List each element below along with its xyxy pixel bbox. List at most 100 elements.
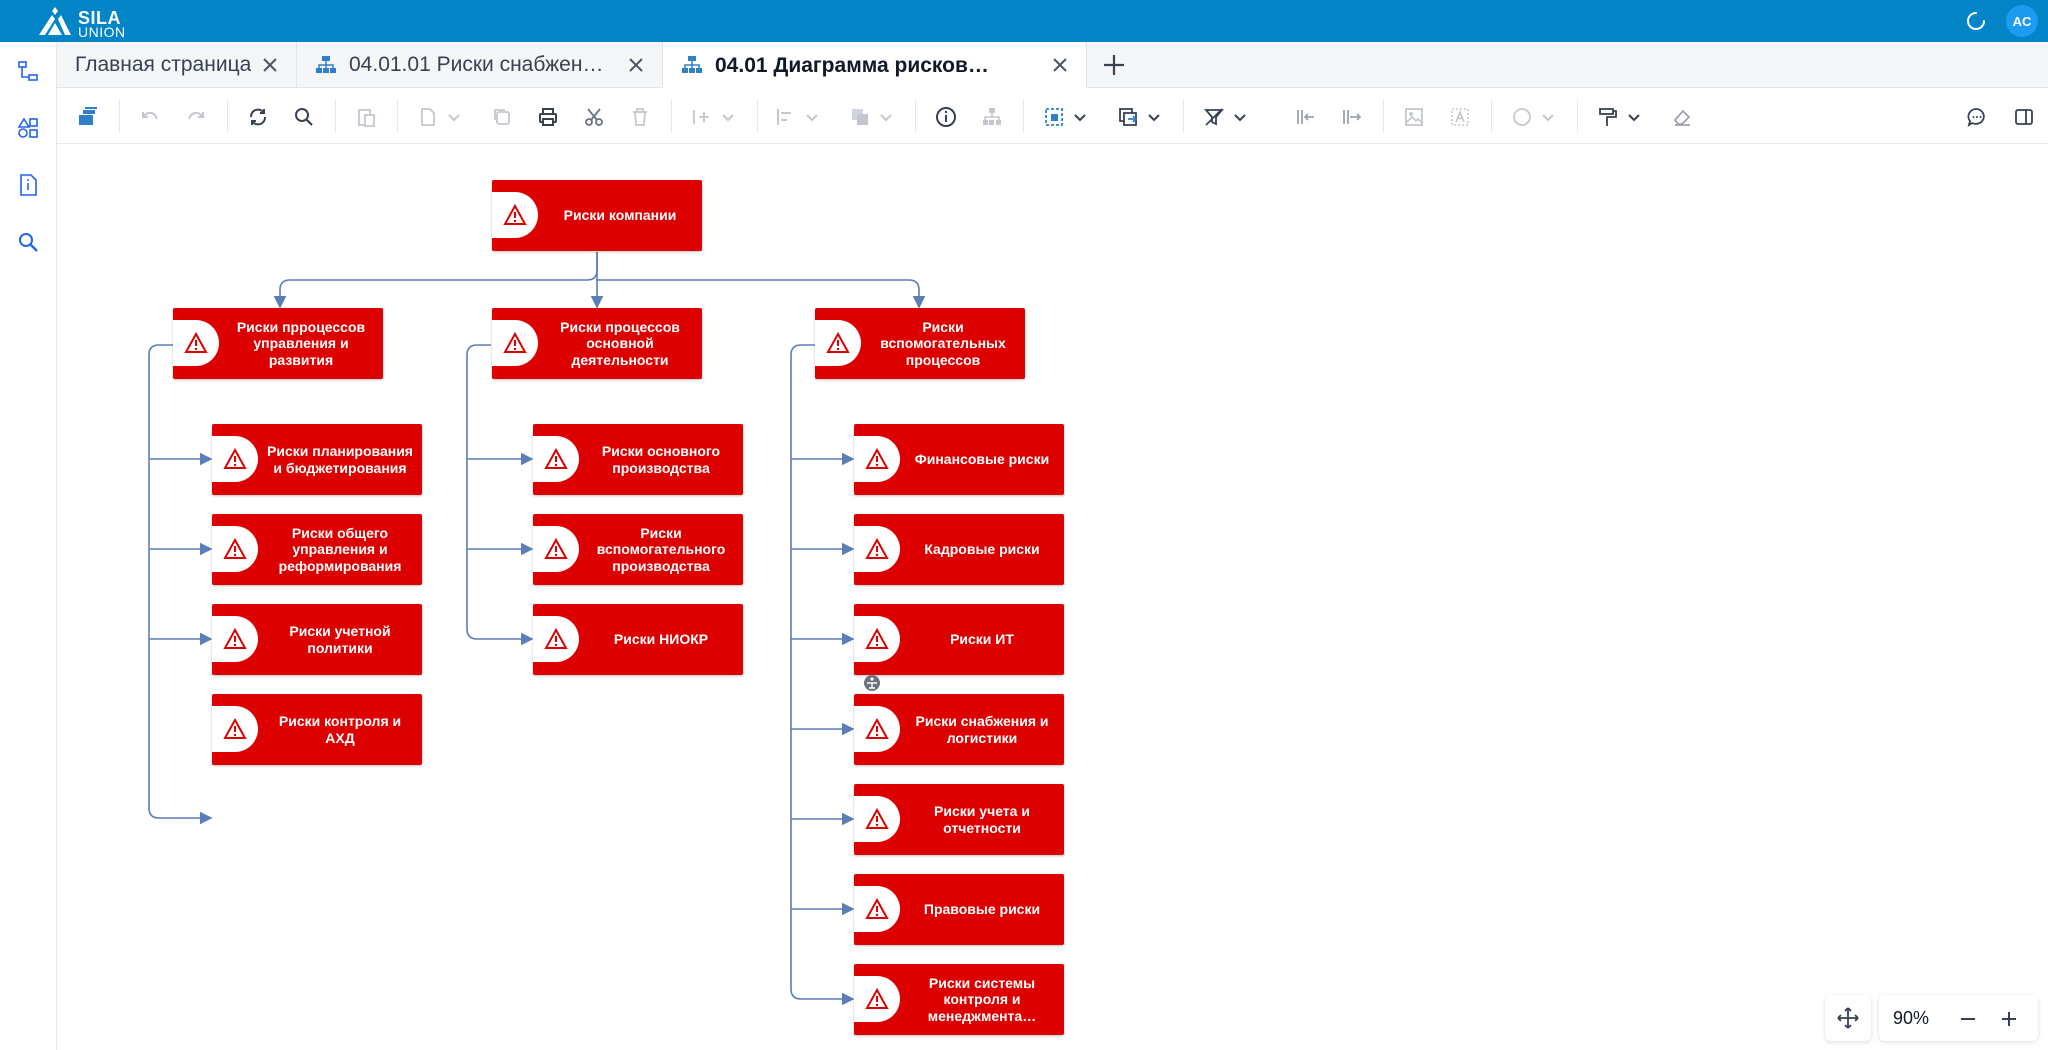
node-label: Риски ИТ xyxy=(950,631,1014,648)
risk-icon xyxy=(854,526,900,572)
risk-icon xyxy=(492,320,538,366)
refresh-icon[interactable] xyxy=(245,104,271,130)
model-tree-icon[interactable] xyxy=(15,58,41,84)
close-icon[interactable] xyxy=(260,55,280,75)
node-group-support[interactable]: Риски вспомогательных процессов xyxy=(815,308,1025,379)
risk-icon xyxy=(533,526,579,572)
node-risk[interactable]: Риски контроля и АХД xyxy=(212,694,422,765)
copy-icon[interactable] xyxy=(489,104,515,130)
node-label: Финансовые риски xyxy=(914,451,1050,468)
filter-icon[interactable] xyxy=(1201,104,1227,130)
new-object-icon[interactable] xyxy=(415,104,441,130)
node-risk[interactable]: Правовые риски xyxy=(854,874,1064,945)
repository-icon[interactable] xyxy=(75,104,101,130)
undo-icon[interactable] xyxy=(137,104,163,130)
sync-status-icon[interactable] xyxy=(1966,11,1986,31)
zoom-level[interactable]: 90% xyxy=(1893,1008,1930,1028)
fit-to-screen-button[interactable] xyxy=(1825,995,1871,1041)
close-icon[interactable] xyxy=(1050,55,1070,75)
tab-label: 04.01.01 Риски снабжен… xyxy=(349,53,604,76)
node-label: Риски основного производства xyxy=(601,442,721,476)
arrange-icon[interactable] xyxy=(847,104,873,130)
tab-bar: Главная страница 04.01.01 Риски снабжен…… xyxy=(57,42,2048,89)
chevron-down-icon[interactable] xyxy=(1541,104,1555,130)
node-label: Риски снабжения и логистики xyxy=(915,712,1049,746)
node-risk[interactable]: Риски ИТ xyxy=(854,604,1064,675)
connector-handle-icon[interactable] xyxy=(862,673,882,693)
close-icon[interactable] xyxy=(626,55,646,75)
delete-icon[interactable] xyxy=(627,104,653,130)
node-risk[interactable]: Кадровые риски xyxy=(854,514,1064,585)
node-group-core[interactable]: Риски процессов основной деятельности xyxy=(492,308,702,379)
node-group-management[interactable]: Риски прроцессов управления и развития xyxy=(173,308,383,379)
node-label: Риски вспомогательных процессов xyxy=(880,318,1006,368)
risk-icon xyxy=(533,436,579,482)
tab-risks-supply[interactable]: 04.01.01 Риски снабжен… xyxy=(297,42,663,88)
app-logo[interactable]: SILA UNION xyxy=(36,5,136,40)
tab-risk-diagram[interactable]: 04.01 Диаграмма рисков… xyxy=(663,42,1087,89)
node-label: Риски учета и отчетности xyxy=(934,802,1030,836)
cut-icon[interactable] xyxy=(581,104,607,130)
select-icon[interactable] xyxy=(1041,104,1067,130)
diagram-canvas[interactable]: Риски компании Риски прроцессов управлен… xyxy=(57,145,2048,1050)
format-painter-icon[interactable] xyxy=(1595,104,1621,130)
paste-icon[interactable] xyxy=(353,104,379,130)
node-risk[interactable]: Риски вспомогательного производства xyxy=(533,514,743,585)
chevron-down-icon[interactable] xyxy=(879,104,893,130)
eraser-icon[interactable] xyxy=(1669,104,1695,130)
node-label: Риски планирования и бюджетирования xyxy=(267,442,413,476)
node-risk[interactable]: Риски основного производства xyxy=(533,424,743,495)
left-sidebar xyxy=(0,42,57,1050)
chevron-down-icon[interactable] xyxy=(721,104,735,130)
print-icon[interactable] xyxy=(535,104,561,130)
insert-icon[interactable] xyxy=(689,104,715,130)
align-icon[interactable] xyxy=(773,104,799,130)
comments-icon[interactable] xyxy=(1964,104,1990,130)
risk-icon xyxy=(815,320,861,366)
node-risk[interactable]: Риски НИОКР xyxy=(533,604,743,675)
collapse-left-icon[interactable] xyxy=(1293,104,1319,130)
shape-icon[interactable] xyxy=(1509,104,1535,130)
chevron-down-icon[interactable] xyxy=(1073,104,1087,130)
node-risk[interactable]: Риски планирования и бюджетирования xyxy=(212,424,422,495)
risk-icon xyxy=(533,616,579,662)
image-icon[interactable] xyxy=(1401,104,1427,130)
risk-icon xyxy=(854,706,900,752)
chevron-down-icon[interactable] xyxy=(1627,104,1641,130)
expand-right-icon[interactable] xyxy=(1339,104,1365,130)
search-icon[interactable] xyxy=(291,104,317,130)
node-label: Риски системы контроля и менеджмента… xyxy=(927,974,1037,1024)
chevron-down-icon[interactable] xyxy=(1233,104,1247,130)
info-icon[interactable] xyxy=(933,104,959,130)
node-label: Риски учетной политики xyxy=(289,622,391,656)
chevron-down-icon[interactable] xyxy=(1147,104,1161,130)
node-root[interactable]: Риски компании xyxy=(492,180,702,251)
tab-label: 04.01 Диаграмма рисков… xyxy=(715,53,989,77)
tree-icon[interactable] xyxy=(979,104,1005,130)
brand-line1: SILA xyxy=(78,8,122,28)
tab-home[interactable]: Главная страница xyxy=(57,42,297,88)
zoom-out-icon[interactable] xyxy=(1955,1006,1981,1032)
node-risk[interactable]: Риски общего управления и реформирования xyxy=(212,514,422,585)
node-label: Риски контроля и АХД xyxy=(278,712,402,746)
node-label: Риски прроцессов управления и развития xyxy=(236,318,366,368)
node-risk[interactable]: Риски системы контроля и менеджмента… xyxy=(854,964,1064,1035)
redo-icon[interactable] xyxy=(183,104,209,130)
zoom-in-icon[interactable] xyxy=(1996,1006,2022,1032)
user-avatar[interactable]: AC xyxy=(2006,5,2038,37)
chevron-down-icon[interactable] xyxy=(805,104,819,130)
add-tab-icon[interactable] xyxy=(1101,52,1127,78)
risk-icon xyxy=(212,436,258,482)
node-risk[interactable]: Риски снабжения и логистики xyxy=(854,694,1064,765)
node-risk[interactable]: Риски учетной политики xyxy=(212,604,422,675)
node-risk[interactable]: Финансовые риски xyxy=(854,424,1064,495)
node-risk[interactable]: Риски учета и отчетности xyxy=(854,784,1064,855)
properties-icon[interactable] xyxy=(15,172,41,198)
panel-icon[interactable] xyxy=(2011,104,2037,130)
shapes-icon[interactable] xyxy=(15,115,41,141)
text-icon[interactable] xyxy=(1447,104,1473,130)
search-icon[interactable] xyxy=(15,229,41,255)
export-icon[interactable] xyxy=(1115,104,1141,130)
chevron-down-icon[interactable] xyxy=(447,104,461,130)
diagram-icon xyxy=(682,56,702,73)
